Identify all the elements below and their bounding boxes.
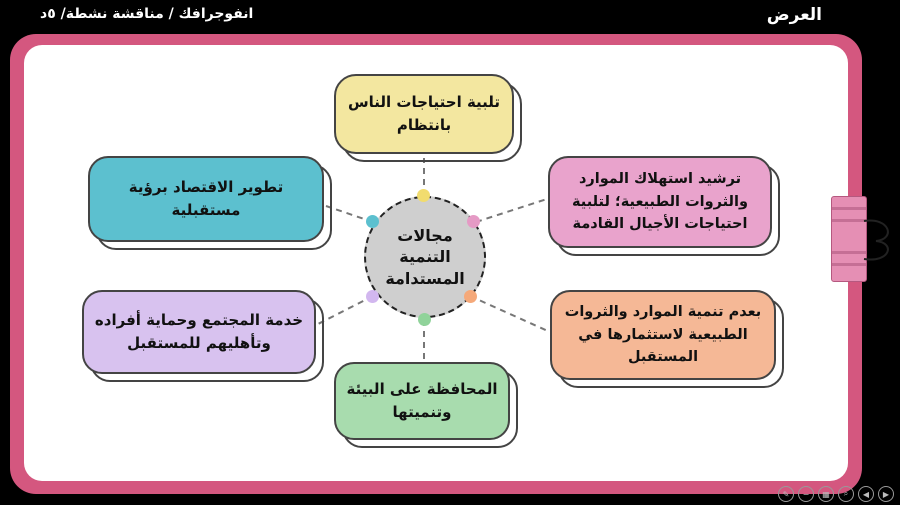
- slides-icon[interactable]: ▦: [818, 486, 834, 502]
- node-bottom-left-text: خدمة المجتمع وحماية أفراده وتأهليهم للمس…: [94, 310, 304, 352]
- header-right-title: العرض: [766, 5, 822, 25]
- zoom-out-icon[interactable]: −: [798, 486, 814, 502]
- node-bottom-text: المحافظة على البيئة وتنميتها: [346, 379, 498, 421]
- next-icon[interactable]: ▶: [878, 486, 894, 502]
- pen-icon[interactable]: ✎: [778, 486, 794, 502]
- prev-icon[interactable]: ◀: [858, 486, 874, 502]
- node-top-right-text: ترشيد استهلاك الموارد والثروات الطبيعية؛…: [571, 171, 748, 233]
- node-top-left-text: تطوير الاقتصاد برؤية مستقبلية: [128, 177, 284, 219]
- zoom-icon[interactable]: ⌕: [838, 486, 854, 502]
- header-left-title: انفوجرافك / مناقشة نشطة/ ٥د: [40, 6, 254, 22]
- node-top-right: ترشيد استهلاك الموارد والثروات الطبيعية؛…: [548, 156, 780, 256]
- binder-clip-wire-icon: [863, 219, 889, 261]
- binder-clip-icon: [831, 196, 867, 282]
- node-bottom-left: خدمة المجتمع وحماية أفراده وتأهليهم للمس…: [82, 290, 324, 382]
- dot-green: [418, 313, 431, 326]
- node-top-left: تطوير الاقتصاد برؤية مستقبلية: [88, 156, 332, 250]
- dot-teal: [366, 215, 379, 228]
- dot-orange: [464, 290, 477, 303]
- center-text: مجالات التنمية المستدامة: [385, 225, 465, 288]
- presentation-nav: ✎ − ▦ ⌕ ◀ ▶: [778, 486, 894, 502]
- node-bottom-right: بعدم تنمية الموارد والثروات الطبيعية لاس…: [550, 290, 784, 388]
- node-bottom-right-text: بعدم تنمية الموارد والثروات الطبيعية لاس…: [564, 304, 762, 366]
- node-bottom: المحافظة على البيئة وتنميتها: [334, 362, 518, 448]
- dot-yellow: [417, 189, 430, 202]
- node-top-text: تلبية احتياجات الناس بانتظام: [347, 92, 501, 134]
- dot-purple: [366, 290, 379, 303]
- dot-pink: [467, 215, 480, 228]
- node-top: تلبية احتياجات الناس بانتظام: [334, 74, 522, 162]
